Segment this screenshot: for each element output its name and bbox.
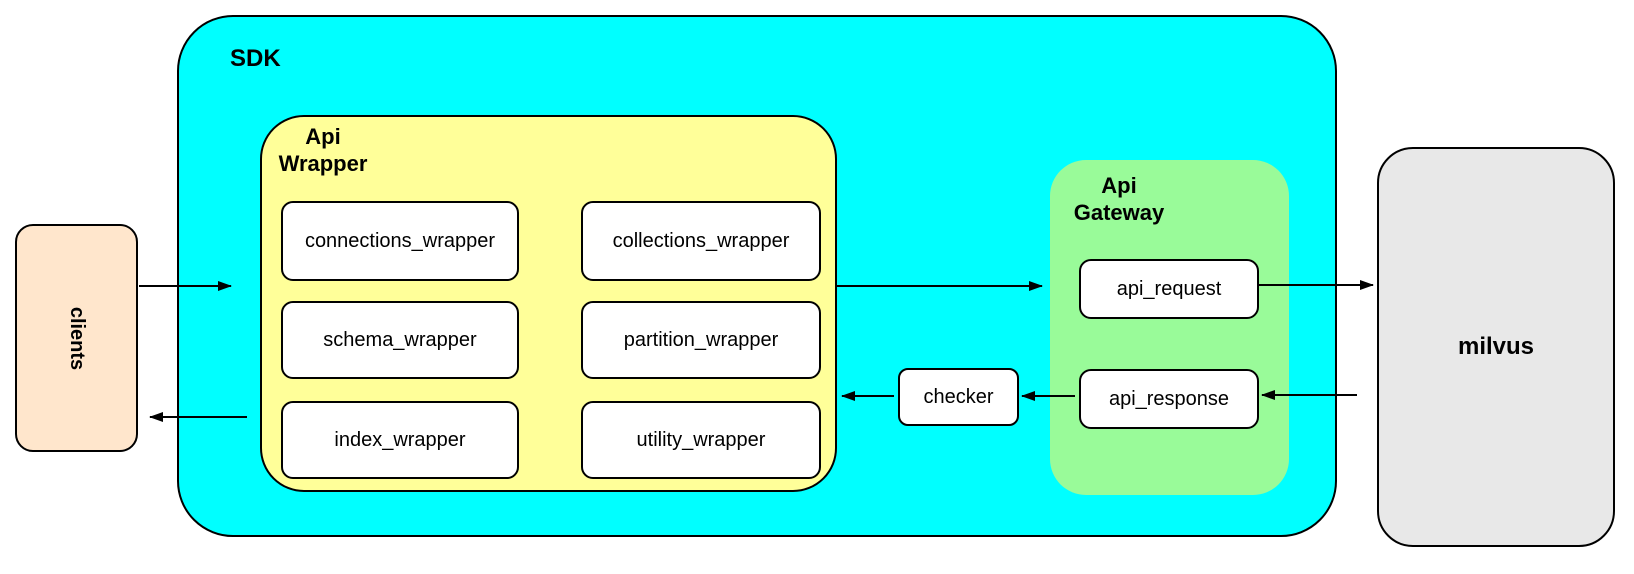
- container-api-gateway-label: Api Gateway: [1073, 173, 1165, 225]
- node-index-wrapper: index_wrapper: [281, 401, 519, 479]
- node-milvus: milvus: [1377, 147, 1615, 547]
- node-clients: clients: [15, 224, 138, 452]
- node-connections-wrapper: connections_wrapper: [281, 201, 519, 281]
- container-api-wrapper: Api Wrapper connections_wrapper collecti…: [260, 115, 837, 492]
- container-sdk-label: SDK: [230, 45, 281, 72]
- node-clients-label: clients: [65, 306, 88, 370]
- node-collections-wrapper: collections_wrapper: [581, 201, 821, 281]
- node-utility-wrapper: utility_wrapper: [581, 401, 821, 479]
- container-sdk: SDK Api Wrapper connections_wrapper coll…: [177, 15, 1337, 537]
- node-api-request: api_request: [1079, 259, 1259, 319]
- container-api-gateway: Api Gateway api_request api_response: [1050, 160, 1289, 495]
- node-api-response: api_response: [1079, 369, 1259, 429]
- node-schema-wrapper: schema_wrapper: [281, 301, 519, 379]
- node-partition-wrapper: partition_wrapper: [581, 301, 821, 379]
- container-api-wrapper-label: Api Wrapper: [278, 124, 368, 176]
- node-checker: checker: [898, 368, 1019, 426]
- node-milvus-label: milvus: [1457, 333, 1535, 360]
